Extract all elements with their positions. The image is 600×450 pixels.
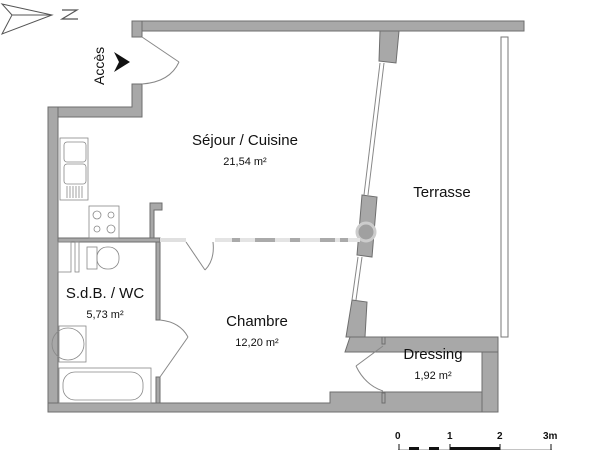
walls: [47, 20, 525, 413]
room-terrasse: Terrasse: [392, 184, 492, 201]
cooktop-icon: [88, 205, 120, 239]
scale-bar: [398, 444, 552, 450]
room-area: 12,20 m²: [235, 337, 279, 349]
room-sejour: Séjour / Cuisine 21,54 m²: [170, 132, 320, 168]
terrasse-railing: [500, 36, 509, 338]
room-name: Dressing: [403, 346, 463, 363]
north-arrow-icon: [0, 3, 54, 35]
bay-window: [351, 62, 385, 301]
room-name: Chambre: [226, 313, 288, 330]
doors: [141, 36, 384, 392]
partition-wall: [160, 238, 360, 242]
kitchen-sink-icon: [59, 137, 89, 201]
north-letter-icon: [59, 9, 80, 20]
scale-tick-2: 2: [497, 431, 503, 442]
room-chambre: Chambre 12,20 m²: [205, 313, 309, 349]
room-sdb: S.d.B. / WC 5,73 m²: [55, 285, 155, 321]
bathroom-fixtures: [51, 241, 152, 404]
room-name: Terrasse: [413, 184, 471, 201]
room-name: Séjour / Cuisine: [192, 132, 298, 149]
room-area: 21,54 m²: [223, 156, 267, 168]
scale-tick-1: 1: [447, 431, 453, 442]
entry-arrow-icon: [114, 52, 130, 72]
scale-tick-0: 0: [395, 431, 401, 442]
scale-tick-3: 3m: [543, 431, 558, 442]
room-area: 5,73 m²: [86, 309, 124, 321]
room-dressing: Dressing 1,92 m²: [393, 346, 473, 382]
entry-label: Accès: [91, 46, 107, 85]
room-area: 1,92 m²: [414, 370, 452, 382]
room-name: S.d.B. / WC: [65, 285, 145, 302]
